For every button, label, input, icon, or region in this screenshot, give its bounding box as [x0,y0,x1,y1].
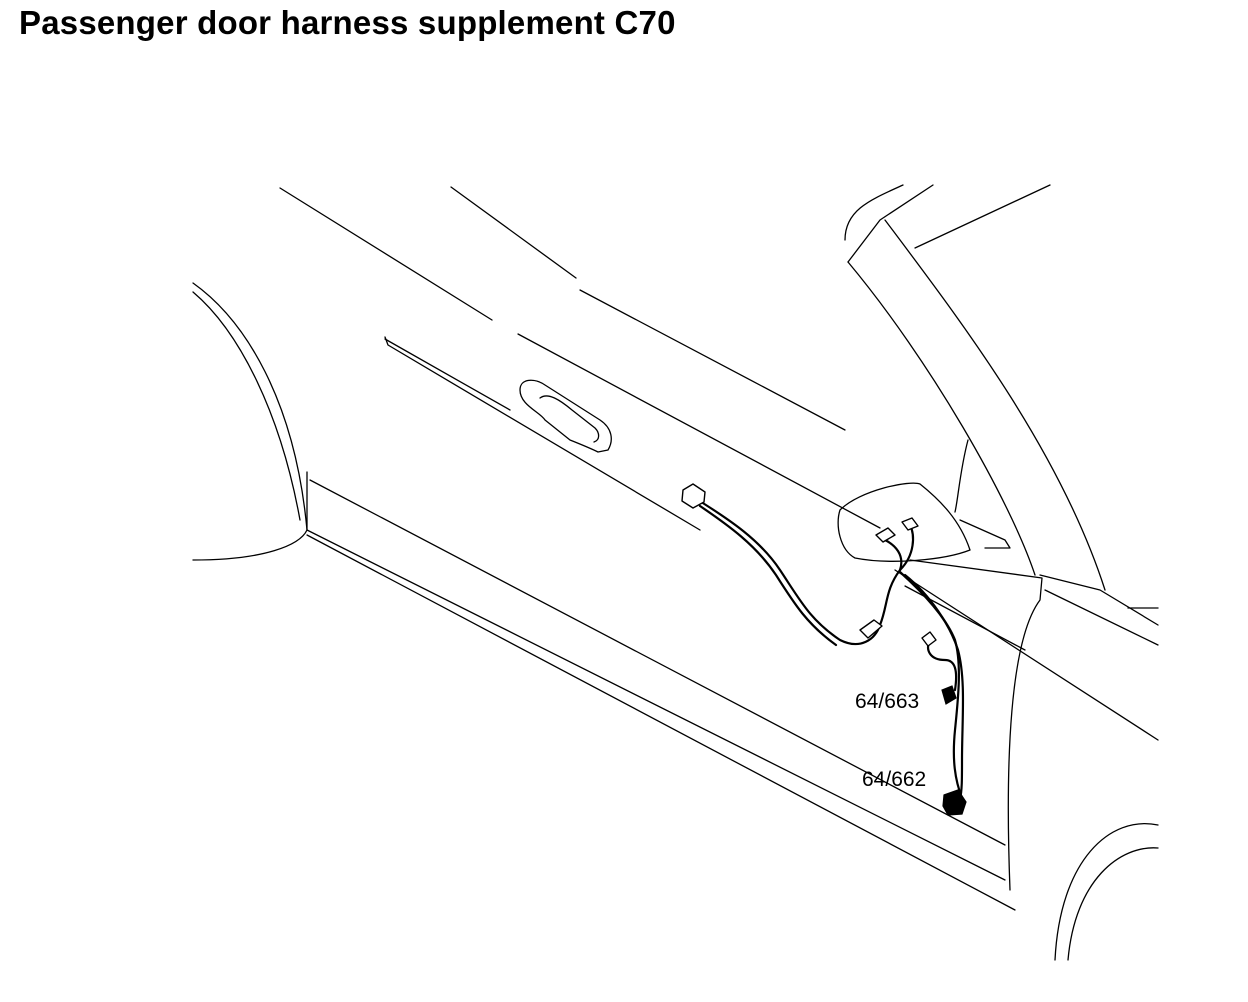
a-pillar-front [847,261,1036,576]
sill-lower-line [306,534,1016,911]
side-mirror [837,482,1011,562]
connectors [681,483,967,816]
a-pillar-rear [884,219,1106,591]
harness-down-branch-2 [903,573,965,802]
front-wheel-arch [192,282,308,561]
callout-64-663: 64/663 [855,690,919,713]
harness-wire-secondary [698,504,838,647]
rear-quarter-line-2 [1044,589,1159,646]
rear-quarter-line [1039,574,1159,626]
sill-upper-line [306,471,1006,881]
beltline-upper [450,186,577,279]
connector-mirror-a [875,527,896,543]
connector-64-662 [942,789,967,816]
door-edge-line [894,569,1159,741]
callout-64-662: 64/662 [862,768,926,791]
a-pillar-outer [844,184,904,241]
sill-lip-line [309,479,1006,846]
car-body-outline [192,186,1159,961]
wiring-harness [696,498,965,802]
connector-64-663 [941,685,957,705]
window-frame [844,184,1106,591]
front-wheel-arch-inner [192,291,301,521]
window-line [954,439,969,513]
harness-mirror-branch [883,538,903,572]
mirror-base [959,519,1011,549]
door-shut-line [909,559,1043,891]
roof-line [914,184,1051,249]
page-title: Passenger door harness supplement C70 [19,4,676,41]
connector-loop-end [921,631,937,647]
harness-main-wire [696,498,902,646]
harness-loop-branch [927,638,958,692]
crease-line-2 [384,338,511,411]
shoulder-line-top-2 [517,333,881,529]
harness-down-branch [898,570,964,800]
rear-wheel-arch-inner [1067,847,1159,961]
shoulder-line-top [279,187,493,321]
connector-mirror-b [901,517,919,531]
connector-door-lock [681,483,706,509]
door-handle-inner [539,395,600,443]
mirror-housing [837,482,971,562]
harness-highlight [699,502,839,643]
door-handle [519,379,612,453]
connector-inline-mid [859,619,883,639]
windshield-top [847,184,934,263]
beltline-upper-2 [579,289,846,431]
rear-wheel-arch [1054,823,1159,961]
door-handle-outline [519,379,612,453]
